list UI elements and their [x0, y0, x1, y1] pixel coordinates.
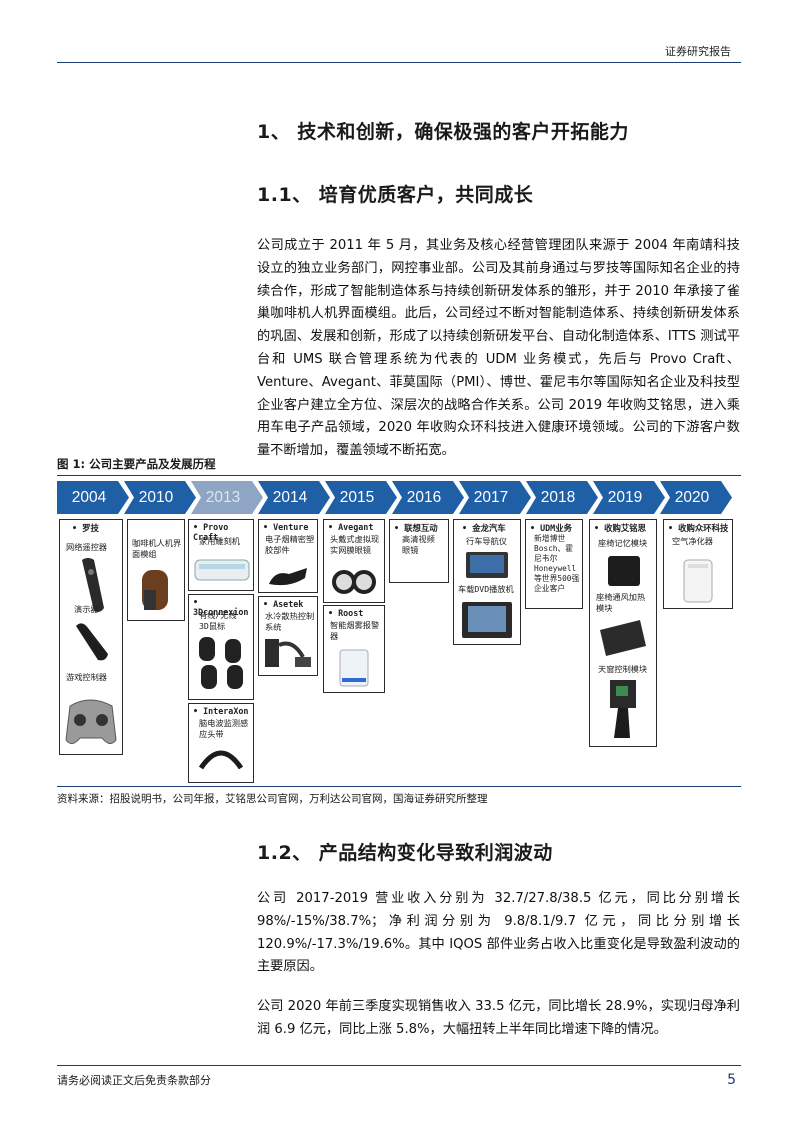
footer-divider	[57, 1065, 741, 1066]
timeline-year-2017: 2017	[459, 481, 531, 514]
figure-source: 资料来源：招股说明书，公司年报，艾铭思公司官网，万利达公司官网，国海证券研究所整…	[57, 793, 488, 805]
timeline-year-2020: 2020	[660, 481, 732, 514]
report-type-label: 证券研究报告	[665, 45, 731, 58]
item-label: 电子烟精密塑胶部件	[265, 534, 315, 555]
box-title: • 3Dconnexion	[193, 597, 249, 617]
section-heading-1: 1、 技术和创新，确保极强的客户开拓能力	[257, 121, 629, 143]
timeline-year-label: 2017	[473, 489, 509, 506]
paragraph-q3-results: 公司 2020 年前三季度实现销售收入 33.5 亿元，同比增长 28.9%，实…	[257, 999, 740, 1037]
headband-image	[198, 750, 244, 770]
timeline-year-label: 2016	[406, 489, 442, 506]
figure-top-rule	[57, 475, 741, 476]
paragraph-customers: 公司成立于 2011 年 5 月，其业务及核心经营管理团队来源于 2004 年南…	[257, 238, 740, 459]
product-box-asetek: • Asetek 水冷散热控制系统	[258, 596, 318, 676]
product-box-logitech: • 罗技 网络遥控器 演示器 游戏控制器	[59, 519, 123, 755]
product-box-provo-craft: • Provo Craft 家用雕刻机	[188, 519, 254, 591]
item-label: 水冷散热控制系统	[265, 611, 315, 632]
timeline-year-label: 2018	[540, 489, 576, 506]
box-title: • Venture	[263, 522, 309, 532]
product-box-udm: • UDM业务 新增博世 Bosch、霍尼韦尔 Honeywell 等世界500…	[525, 519, 583, 609]
timeline-year-label: 2019	[607, 489, 643, 506]
item-label: 高清视频眼镜	[402, 534, 435, 555]
product-box-roost: • Roost 智能烟雾报警器	[323, 605, 385, 693]
item-label: 座椅记忆模块	[598, 538, 648, 548]
item-label: 有线/无线 3D鼠标	[199, 610, 237, 631]
box-title: • 收购艾铭思	[594, 523, 646, 533]
item-label: 网络遥控器	[66, 542, 107, 552]
page-number: 5	[727, 1072, 736, 1088]
coffee-machine-image	[142, 570, 168, 610]
header-divider	[57, 62, 741, 63]
seat-ventilation-module-image	[600, 620, 646, 656]
item-label: 游戏控制器	[66, 672, 107, 682]
gamepad-image	[65, 699, 117, 744]
e-cigarette-part-image	[269, 568, 307, 586]
timeline-year-2018: 2018	[526, 481, 598, 514]
remote-control-image	[82, 558, 104, 612]
timeline-year-2013: 2013	[191, 481, 263, 514]
item-label: 行车导航仪	[466, 536, 507, 546]
cutting-machine-image	[194, 559, 250, 581]
smoke-alarm-image	[339, 649, 369, 687]
figure-title: 图 1: 公司主要产品及发展历程	[57, 457, 216, 471]
box-title: • Asetek	[263, 599, 304, 609]
section-heading-1-1: 1.1、 培育优质客户，共同成长	[257, 184, 534, 206]
product-box-aimingsi: • 收购艾铭思 座椅记忆模块 座椅通风加热模块 天窗控制模块	[589, 519, 657, 747]
product-box-interaxon: • InteraXon 脑电波监测感应头带	[188, 703, 254, 783]
product-box-avegant: • Avegant 头戴式虚拟现实网膜眼镜	[323, 519, 385, 603]
timeline-year-2019: 2019	[593, 481, 665, 514]
product-box-venture: • Venture 电子烟精密塑胶部件	[258, 519, 318, 593]
timeline-year-label: 2020	[674, 489, 710, 506]
product-box-lianxiang: • 联想互动 高清视频眼镜	[389, 519, 449, 583]
product-box-nestle: 咖啡机人机界面模组	[127, 519, 185, 621]
presenter-image	[76, 623, 108, 661]
timeline-year-2016: 2016	[392, 481, 464, 514]
box-title: • UDM业务	[530, 523, 572, 533]
timeline-year-2014: 2014	[258, 481, 330, 514]
3d-mouse-image	[199, 637, 243, 689]
item-label: 天窗控制模块	[598, 664, 648, 674]
timeline-year-label: 2013	[205, 489, 241, 506]
box-title: • 罗技	[72, 523, 99, 533]
item-label: 座椅通风加热模块	[596, 592, 646, 613]
box-title: • 联想互动	[394, 523, 438, 533]
product-box-3dconnexion: • 3Dconnexion 有线/无线 3D鼠标	[188, 594, 254, 700]
item-label: 车载DVD播放机	[458, 584, 514, 594]
item-label: 智能烟雾报警器	[330, 620, 380, 641]
box-title: • Avegant	[328, 522, 374, 532]
timeline: 2004 2010 2013 2014 2015 2016 2017 2018 2019 2020	[57, 481, 741, 516]
timeline-year-label: 2010	[138, 489, 174, 506]
product-box-jinlong: • 金龙汽车 行车导航仪 车载DVD播放机	[453, 519, 521, 645]
timeline-year-2015: 2015	[325, 481, 397, 514]
footer-disclaimer: 请务必阅读正文后免责条款部分	[57, 1074, 211, 1087]
item-label: 家用雕刻机	[199, 536, 240, 546]
item-label: 头戴式虚拟现实网膜眼镜	[330, 534, 380, 555]
item-label: 新增博世 Bosch、霍尼韦尔 Honeywell 等世界500强企业客户	[534, 534, 580, 593]
car-dvd-image	[462, 602, 512, 638]
box-title: • 金龙汽车	[462, 523, 506, 533]
water-cooling-image	[265, 639, 311, 667]
item-label: 空气净化器	[672, 536, 713, 546]
item-label: 演示器	[74, 604, 99, 614]
paragraph-revenue: 公司 2017-2019 营业收入分别为 32.7/27.8/38.5 亿元，同…	[257, 891, 740, 975]
box-title: • Roost	[328, 608, 364, 618]
box-title: • 收购众环科技	[668, 523, 729, 533]
timeline-year-label: 2014	[272, 489, 308, 506]
sunroof-module-image	[610, 680, 636, 738]
section-heading-1-2: 1.2、 产品结构变化导致利润波动	[257, 842, 553, 864]
air-purifier-image	[683, 559, 713, 603]
item-label: 咖啡机人机界面模组	[132, 538, 182, 559]
product-box-zhonghuan: • 收购众环科技 空气净化器	[663, 519, 733, 609]
navigator-image	[466, 552, 508, 578]
figure-bottom-rule	[57, 786, 741, 787]
timeline-year-2004: 2004	[57, 481, 129, 514]
box-title: • Provo Craft	[193, 522, 229, 542]
timeline-year-label: 2004	[71, 489, 107, 506]
timeline-year-label: 2015	[339, 489, 375, 506]
box-title: • InteraXon	[193, 706, 249, 716]
item-label: 脑电波监测感应头带	[199, 718, 249, 739]
timeline-year-2010: 2010	[124, 481, 196, 514]
seat-memory-module-image	[608, 556, 640, 586]
headset-glasses-image	[332, 570, 376, 594]
